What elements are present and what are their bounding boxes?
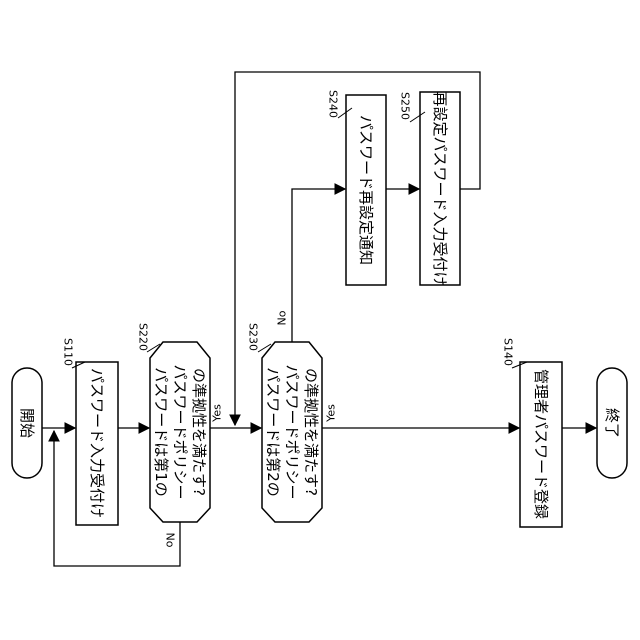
s240-step-label: S240 [327,90,340,118]
s110-process-label: パスワード入力受付け [88,368,106,518]
s250-process-label: 再設定パスワード入力受付け [431,91,449,286]
s230-decision-line3: の準拠性を満たす? [302,368,320,496]
s220-decision-line3: の準拠性を満たす? [190,368,208,496]
s250-step-label: S250 [399,92,412,120]
s240-process-label: パスワード再設定通知 [357,115,375,265]
s110-step-label: S110 [62,338,75,366]
end-label: 終了 [603,408,621,438]
start-label: 開始 [18,408,36,438]
s230-decision-line2: パスワードポリシー [283,364,301,499]
s230-step-label: S230 [247,323,260,351]
s140-process-label: 管理者パスワード登録 [532,369,550,519]
s220-yes-label: Yes [211,404,224,423]
s220-decision-line1: パスワードは第1の [152,367,170,497]
s230-yes-label: Yes [325,404,338,423]
s230-decision-line1: パスワードは第2の [264,367,282,497]
s230-no-label: No [276,310,289,325]
s220-decision-line2: パスワードポリシー [171,364,189,499]
s140-step-label: S140 [502,338,515,366]
arrow-s230-no-to-s240 [292,189,345,342]
s220-step-label: S220 [137,323,150,351]
s220-no-label: No [164,533,177,548]
